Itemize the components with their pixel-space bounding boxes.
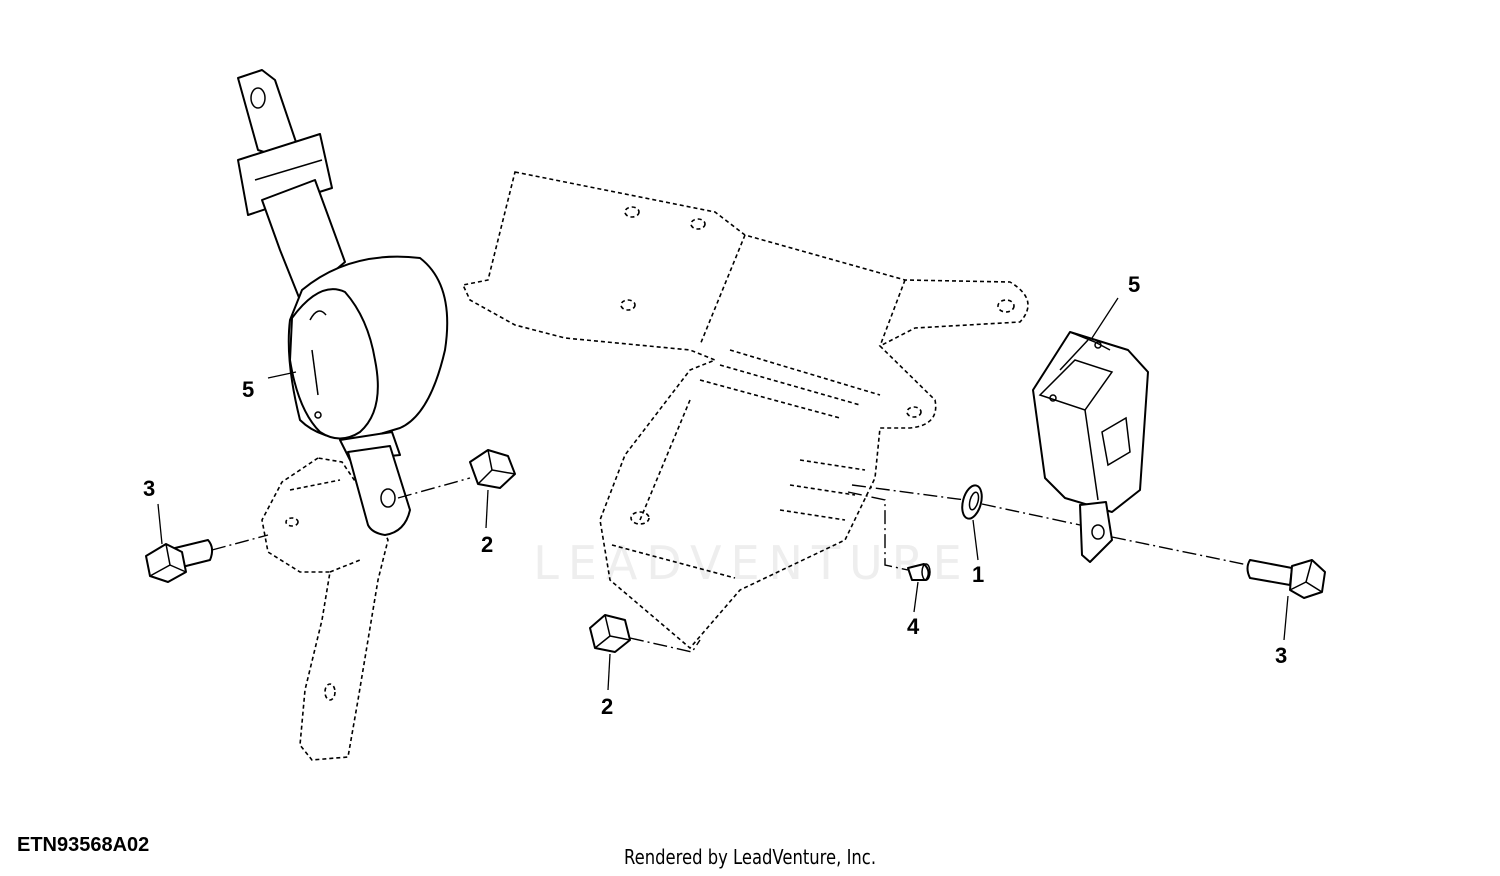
callout-nut-upper: 2 bbox=[481, 532, 493, 557]
callout-bolt-left: 3 bbox=[143, 476, 155, 501]
seat-frame-outline bbox=[461, 171, 1029, 650]
callout-retractor-left: 5 bbox=[242, 377, 254, 402]
callout-screw: 4 bbox=[907, 614, 920, 639]
hex-bolt-right[interactable] bbox=[1246, 559, 1326, 599]
callout-bolt-right: 3 bbox=[1275, 643, 1287, 668]
leader-lines bbox=[157, 297, 1289, 691]
washer[interactable] bbox=[959, 483, 985, 521]
figure-id: ETN93568A02 bbox=[17, 834, 150, 856]
callout-nut-lower: 2 bbox=[601, 694, 613, 719]
callout-washer: 1 bbox=[972, 562, 984, 587]
hex-bolt-left[interactable] bbox=[145, 539, 214, 583]
seat-belt-retractor[interactable] bbox=[237, 69, 449, 536]
render-credit: Rendered by LeadVenture, Inc. bbox=[623, 845, 877, 869]
flange-nut-lower[interactable] bbox=[589, 614, 631, 653]
assembly-lines bbox=[211, 477, 1249, 653]
callout-buckle-right: 5 bbox=[1128, 272, 1140, 297]
flange-nut-upper[interactable] bbox=[469, 449, 516, 489]
callout-labels: 5 5 3 3 2 2 1 4 bbox=[143, 272, 1287, 719]
seat-belt-buckle[interactable] bbox=[1032, 331, 1149, 563]
screw[interactable] bbox=[907, 563, 931, 581]
